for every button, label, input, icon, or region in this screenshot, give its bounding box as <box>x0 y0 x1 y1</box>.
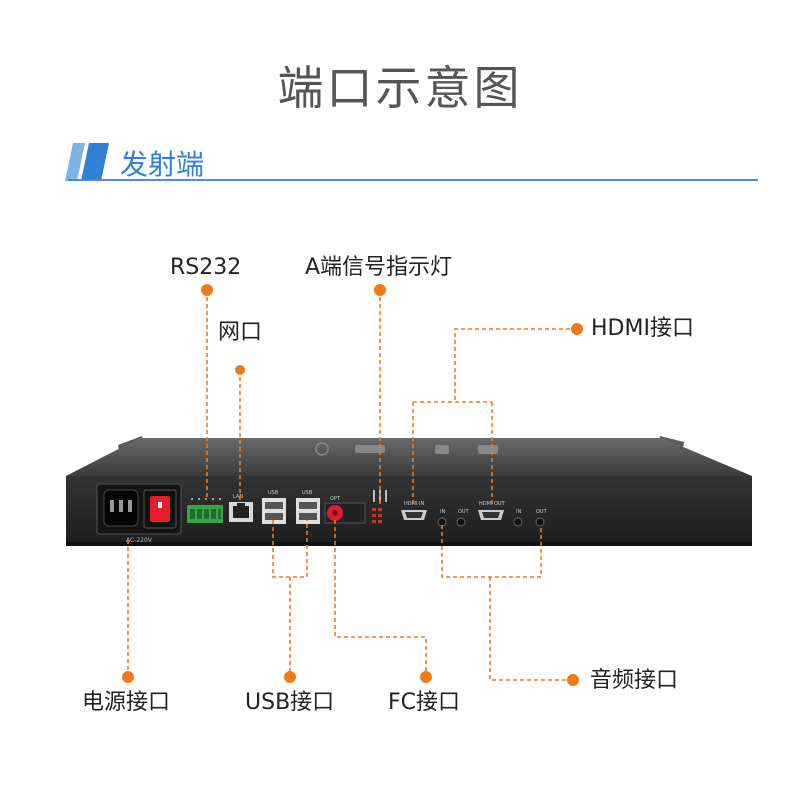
led-marker <box>374 284 386 296</box>
power-label: 电源接口 <box>82 690 171 715</box>
usb-leader <box>272 520 308 672</box>
hdmi-label: HDMI接口 <box>591 316 694 341</box>
chassis-logo <box>315 442 498 456</box>
section-divider <box>68 179 758 181</box>
usb-port-1-label: USB <box>268 490 279 496</box>
rs232-terminal <box>187 498 223 523</box>
section-title: 发射端 <box>120 148 205 181</box>
voltage-label: AC-220V <box>126 537 153 544</box>
section-marker-icon <box>65 143 109 181</box>
power-marker <box>122 671 134 683</box>
audio-in-jack-2: IN <box>513 509 523 527</box>
page-title: 端口示意图 <box>277 61 523 115</box>
lan-port: LAN <box>229 494 253 522</box>
audio-in-2-label: IN <box>516 509 521 515</box>
rs232-marker <box>201 284 213 296</box>
power-inlet <box>96 483 182 535</box>
fc-label: FC接口 <box>388 690 461 715</box>
usb-label: USB接口 <box>245 690 335 715</box>
fc-optical-port: OPT <box>324 496 366 524</box>
fc-port-label: OPT <box>330 496 341 502</box>
usb-port-2: USB <box>296 490 320 524</box>
audio-out-jack-2: OUT <box>535 509 548 527</box>
audio-out-1-label: OUT <box>458 509 470 515</box>
hdmi-marker <box>571 323 583 335</box>
audio-in-1-label: IN <box>440 509 445 515</box>
chassis-top <box>66 438 752 476</box>
usb-port-1: USB <box>262 490 286 524</box>
led-label: A端信号指示灯 <box>305 255 453 280</box>
hdmi-leader <box>412 328 577 505</box>
fc-leader <box>334 520 427 672</box>
lan-marker <box>235 365 245 375</box>
fc-marker <box>420 671 432 683</box>
hdmi-in-port: HDMI IN <box>401 501 427 520</box>
power-switch[interactable] <box>150 496 170 522</box>
hdmi-in-label: HDMI IN <box>404 501 424 507</box>
rs232-label: RS232 <box>170 255 242 280</box>
audio-out-2-label: OUT <box>536 509 548 515</box>
audio-label: 音频接口 <box>590 668 679 693</box>
audio-marker <box>567 674 579 686</box>
lan-port-label: LAN <box>233 494 243 500</box>
audio-leader <box>441 525 573 681</box>
usb-marker <box>284 671 296 683</box>
audio-out-jack-1: OUT <box>456 509 470 527</box>
lan-label: 网口 <box>218 320 263 345</box>
usb-port-2-label: USB <box>302 490 313 496</box>
